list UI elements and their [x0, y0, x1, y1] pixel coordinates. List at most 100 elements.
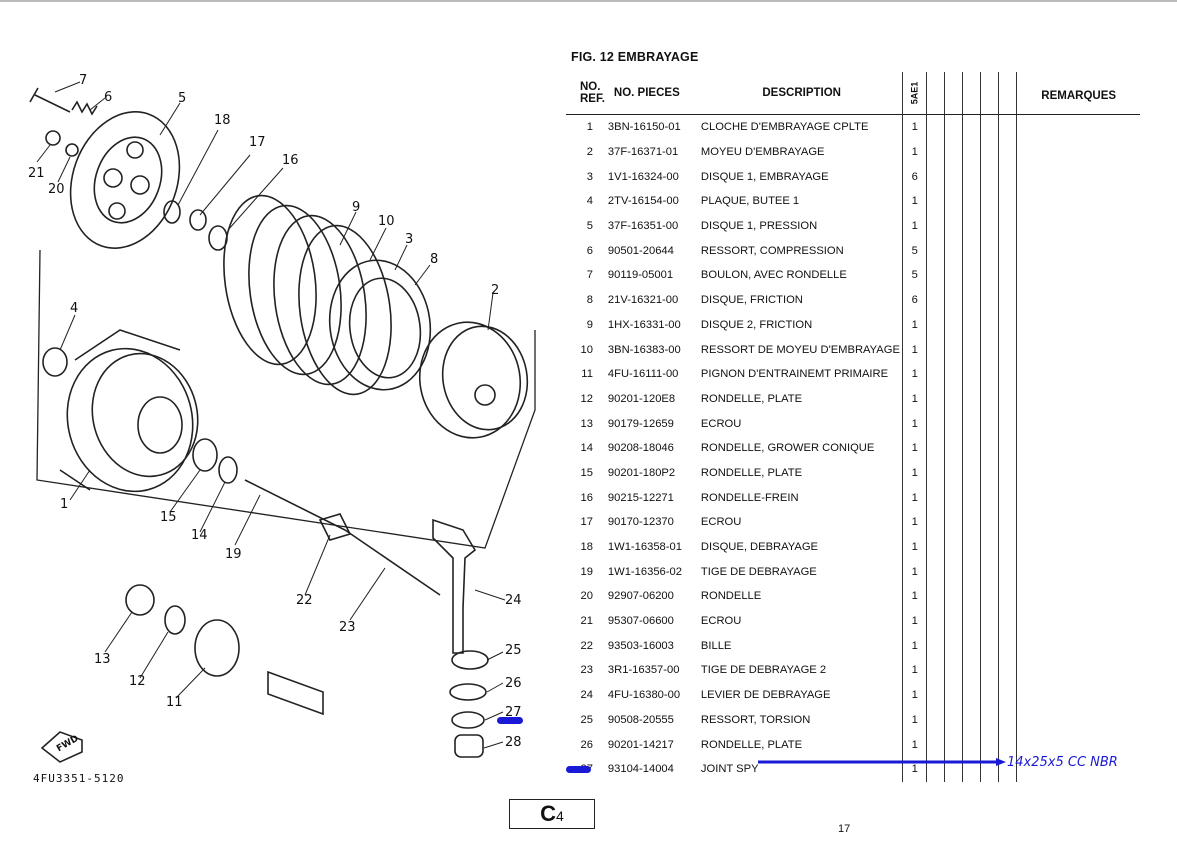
cell-empty: [1015, 263, 1141, 288]
cell-empty: [961, 337, 981, 362]
cell-empty: [925, 386, 945, 412]
cell-qty: 1: [902, 189, 927, 214]
cell-empty: [979, 386, 999, 412]
cell-qty: 5: [902, 238, 927, 264]
cell-empty: [979, 510, 999, 535]
cell-empty: [979, 534, 999, 560]
cell-empty: [997, 139, 1017, 165]
cell-empty: [961, 460, 981, 486]
cell-part-no: 90215-12271: [607, 491, 674, 504]
cell-empty: [997, 164, 1017, 190]
cell-empty: [925, 559, 945, 585]
callout-12: 12: [129, 674, 146, 689]
plate-stack: [223, 194, 432, 396]
cell-empty: [979, 411, 999, 436]
cell-empty: [961, 608, 981, 634]
cell-empty: [943, 114, 963, 140]
remark-text: 14x25x5 CC NBR: [1007, 755, 1118, 770]
parts-table: NO. REF. NO. PIECES DESCRIPTION 5AE1 REM…: [566, 72, 1141, 782]
washer-12: [164, 605, 186, 635]
cell-empty: [943, 411, 963, 436]
cell-empty: [997, 608, 1017, 634]
cell-empty: [961, 534, 981, 560]
cell-empty: [979, 633, 999, 659]
cell-empty: [1015, 584, 1141, 609]
cell-empty: [943, 485, 963, 510]
cell-description: ECROU: [700, 615, 742, 628]
cell-ref: 19: [580, 565, 593, 578]
cell-qty: 1: [902, 139, 927, 165]
cell-empty: [1015, 756, 1141, 782]
section-label: C4: [509, 799, 595, 829]
cell-description: RONDELLE, GROWER CONIQUE: [700, 442, 875, 455]
cell-empty: [997, 287, 1017, 313]
cell-part-no: 90501-20644: [607, 244, 674, 257]
cell-empty: [997, 213, 1017, 239]
cell-empty: [997, 411, 1017, 436]
callout-24: 24: [505, 593, 522, 608]
cell-empty: [1015, 238, 1141, 264]
cell-qty: 1: [902, 633, 927, 659]
cell-description: RONDELLE, PLATE: [700, 466, 803, 479]
cell-part-no: 93104-14004: [607, 763, 674, 776]
cell-ref: 17: [580, 516, 593, 529]
callout-14: 14: [191, 528, 208, 543]
cell-empty: [997, 189, 1017, 214]
cell-qty: 5: [902, 263, 927, 288]
cell-empty: [1015, 559, 1141, 585]
arrow-head-icon: [996, 758, 1006, 766]
cell-part-no: 90208-18046: [607, 442, 674, 455]
cell-empty: [925, 485, 945, 510]
bush: [267, 670, 324, 716]
cell-empty: [979, 435, 999, 461]
highlight-mark-table: [566, 766, 591, 773]
cell-empty: [997, 435, 1017, 461]
cell-empty: [961, 485, 981, 510]
cell-empty: [925, 312, 945, 338]
disc-18: [163, 200, 181, 224]
cell-empty: [997, 485, 1017, 510]
callout-22: 22: [296, 593, 313, 608]
cell-part-no: 37F-16371-01: [607, 146, 679, 159]
cell-part-no: 90508-20555: [607, 713, 674, 726]
cell-empty: [925, 213, 945, 239]
cell-empty: [943, 386, 963, 412]
cell-empty: [1015, 386, 1141, 412]
cell-empty: [943, 658, 963, 683]
cell-empty: [979, 263, 999, 288]
cell-description: DISQUE, FRICTION: [700, 294, 803, 307]
cell-empty: [997, 386, 1017, 412]
cell-empty: [979, 658, 999, 683]
cell-part-no: 90170-12370: [607, 516, 674, 529]
cell-empty: [979, 337, 999, 362]
nut-13: [125, 584, 155, 616]
cell-empty: [1015, 435, 1141, 461]
cell-description: RONDELLE, PLATE: [700, 738, 803, 751]
callout-18: 18: [214, 113, 231, 128]
cell-empty: [1015, 460, 1141, 486]
cell-empty: [1015, 682, 1141, 708]
cell-empty: [925, 534, 945, 560]
cell-ref: 12: [580, 392, 593, 405]
cell-part-no: 90201-120E8: [607, 392, 676, 405]
cell-part-no: 2TV-16154-00: [607, 195, 679, 208]
remark-arrow: [566, 758, 1006, 773]
cell-empty: [1015, 164, 1141, 190]
cell-empty: [1015, 139, 1141, 165]
cell-empty: [925, 361, 945, 387]
cell-ref: 11: [581, 368, 593, 381]
cell-description: TIGE DE DEBRAYAGE: [700, 565, 817, 578]
cell-empty: [979, 361, 999, 387]
cell-empty: [961, 361, 981, 387]
callout-19: 19: [225, 547, 242, 562]
cell-qty: 1: [902, 534, 927, 560]
cell-empty: [961, 312, 981, 338]
